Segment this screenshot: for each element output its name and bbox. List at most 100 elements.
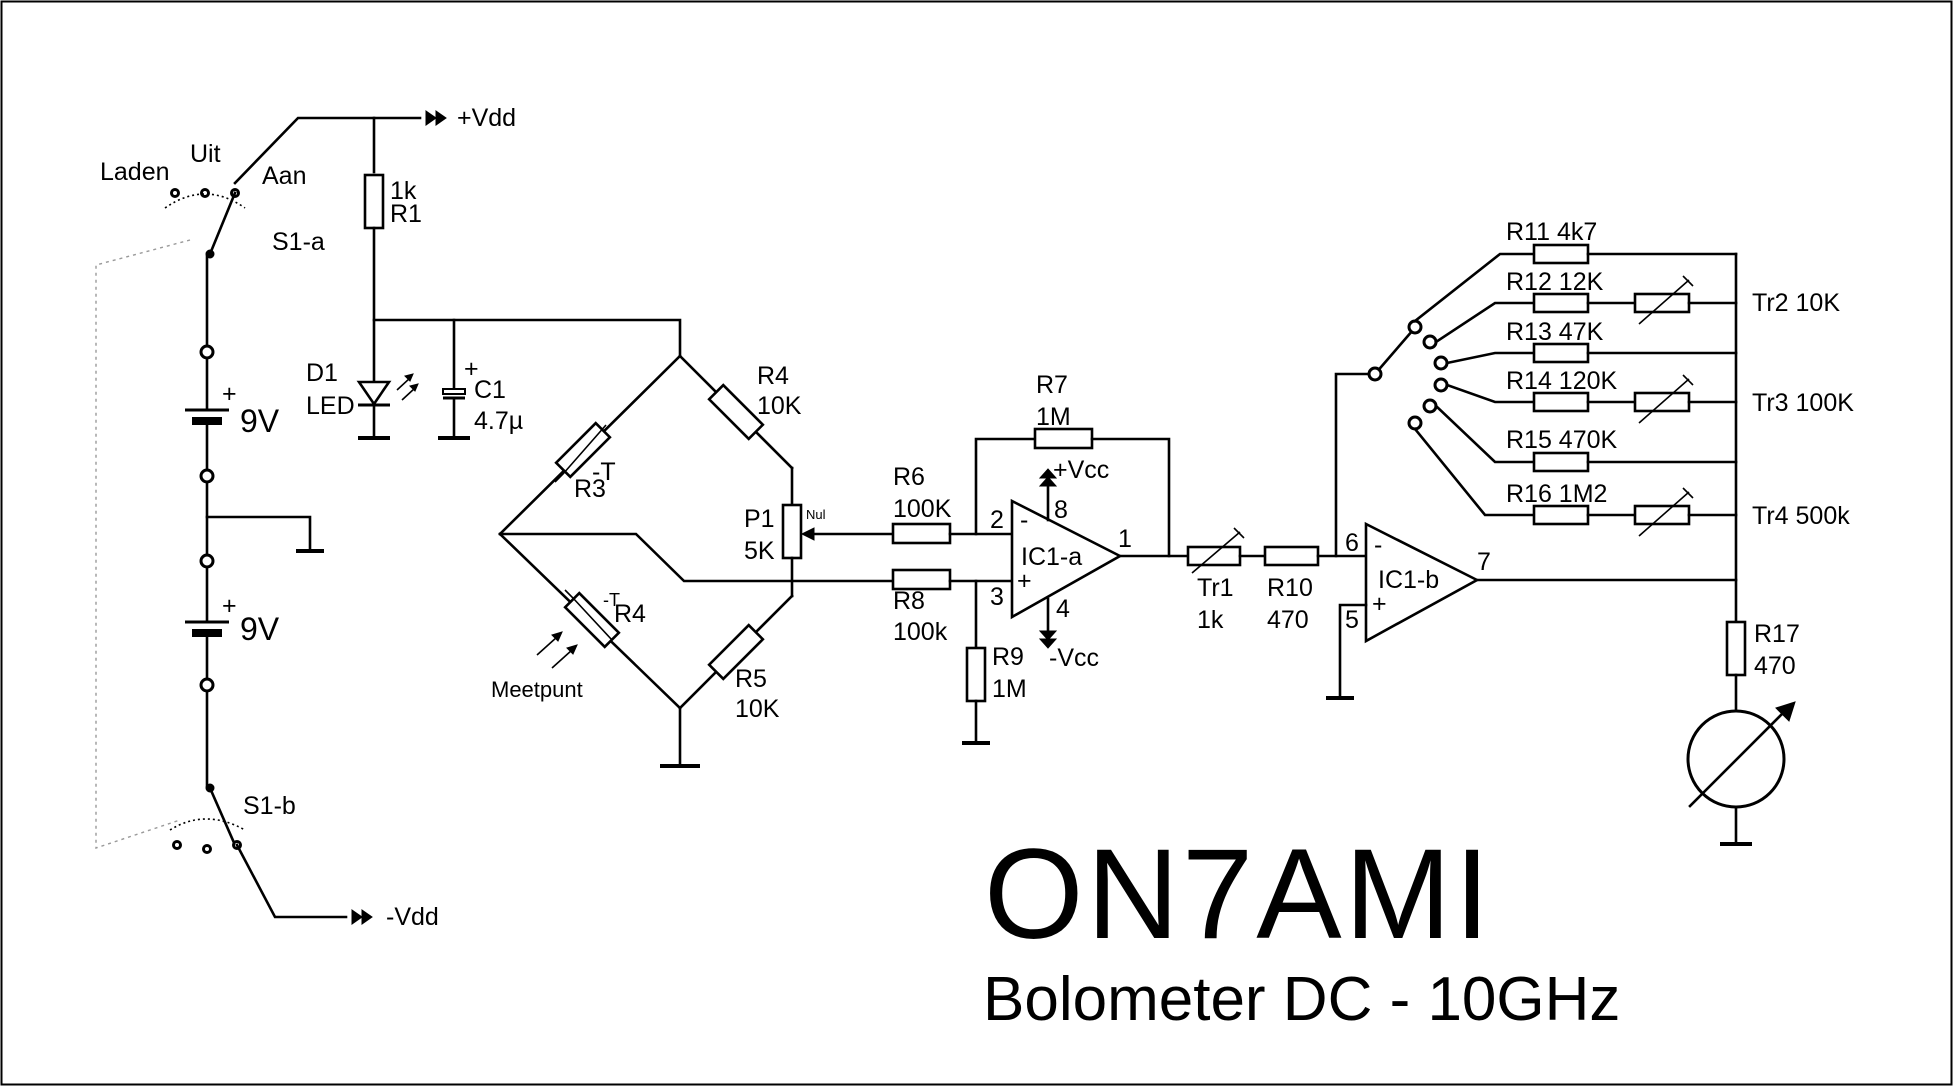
r6-name: R6 — [893, 463, 925, 491]
r16-resistor — [1532, 504, 1590, 526]
meetpunt-ray-1 — [536, 636, 558, 656]
meter-section: R17 470 — [1686, 620, 1800, 846]
range-contact-5 — [1422, 398, 1438, 414]
meetpunt-ray-2 — [551, 649, 573, 669]
switch-label-s1b: S1-b — [243, 792, 296, 820]
switch-label-aan: Aan — [262, 162, 306, 190]
tr1-value: 1k — [1197, 606, 1224, 634]
p1-value: 5K — [744, 537, 775, 565]
r11-resistor — [1532, 243, 1590, 265]
ic1b-noninv-wire — [1338, 603, 1368, 699]
range-contact-1 — [1407, 319, 1423, 335]
ic1b-label: IC1-b — [1378, 566, 1439, 594]
ic1b-plus: + — [1372, 590, 1387, 618]
vdd-minus-arrow — [351, 909, 373, 925]
vdd-minus-label: -Vdd — [386, 903, 439, 931]
r7-resistor — [1033, 427, 1094, 450]
ic1b-minus: - — [1374, 531, 1382, 559]
switch-label-laden: Laden — [100, 158, 170, 186]
led-triangle — [356, 380, 392, 407]
ic1a-label: IC1-a — [1021, 543, 1082, 571]
r1-name: R1 — [390, 200, 422, 228]
range-contact-4 — [1433, 377, 1449, 393]
r13-resistor — [1532, 342, 1590, 364]
r10-resistor — [1263, 545, 1320, 567]
r14-label: R14 120K — [1506, 367, 1618, 395]
c1-value: 4.7µ — [474, 407, 523, 435]
r15-wire — [1434, 404, 1536, 464]
indicator-section: 1k R1 D1 LED + C1 4.7µ — [306, 116, 682, 440]
tr2-label: Tr2 10K — [1752, 289, 1840, 317]
ic1a-minus: - — [1020, 506, 1028, 534]
switch-arc-b — [169, 818, 246, 831]
led-emit-arrow-2 — [409, 383, 419, 392]
battery1-label: 9V — [240, 403, 280, 439]
vdd-plus-wire — [233, 116, 422, 185]
r9-value: 1M — [992, 675, 1027, 703]
switch-label-uit: Uit — [190, 140, 221, 168]
tr4-tick — [1682, 487, 1694, 499]
r4-bridge-value: 10K — [757, 392, 802, 420]
range-switch-feed — [1334, 372, 1377, 558]
r5-resistor — [707, 623, 765, 681]
range-switch-lever — [1373, 328, 1415, 376]
tr1-trimmer — [1186, 545, 1242, 567]
r17-resistor — [1725, 620, 1747, 677]
page-title: ON7AMI — [984, 823, 1493, 966]
d1-name: D1 — [306, 359, 338, 387]
switch-mechanical-link — [95, 239, 191, 849]
range-contact-3 — [1433, 355, 1449, 371]
r7-value: 1M — [1036, 403, 1071, 431]
tr3-label: Tr3 100K — [1752, 389, 1854, 417]
tr1-trimmer-tick — [1233, 527, 1245, 539]
power-section: +Vdd Laden Uit Aan S1-a + 9V + 9V — [95, 104, 516, 931]
r9-resistor — [965, 646, 987, 703]
vdd-plus-arrow — [425, 110, 447, 126]
r7-name: R7 — [1036, 371, 1068, 399]
center-tap-wire — [205, 515, 312, 552]
bridge-to-r8-wire — [498, 532, 895, 583]
battery1-plus: + — [222, 380, 237, 408]
r10-value: 470 — [1267, 606, 1309, 634]
vdd-plus-label: +Vdd — [457, 104, 516, 132]
p1-nul: Nul — [806, 507, 826, 522]
r3-name: R3 — [574, 475, 606, 503]
r11-label: R11 4k7 — [1506, 218, 1597, 246]
r11-wire — [1413, 252, 1536, 323]
battery2-plus: + — [222, 592, 237, 620]
meetpunt-arrow-1 — [551, 631, 563, 642]
led-emit-1 — [396, 377, 411, 391]
r4-sensor-temp: -T — [603, 590, 620, 610]
battery-terminal-1 — [199, 344, 215, 360]
range-section: R11 4k7 R12 12K R13 47K R14 120K R15 470… — [1367, 218, 1854, 622]
switch-b-contact-2 — [202, 844, 212, 854]
tr1-trimmer-slash — [1191, 531, 1241, 574]
ic1a-pin1: 1 — [1118, 525, 1132, 553]
tr3-tick — [1682, 374, 1694, 386]
c1-name: C1 — [474, 376, 506, 404]
r1-value: 1k — [390, 177, 417, 205]
ic1a-opamp — [1010, 498, 1123, 620]
r8-value: 100k — [893, 618, 948, 646]
battery2-label: 9V — [240, 611, 280, 647]
meetpunt-arrow-2 — [566, 644, 578, 655]
ic1b-pin7: 7 — [1477, 548, 1491, 576]
range-contact-2 — [1422, 334, 1438, 350]
meter-needle — [1688, 708, 1788, 808]
r13-label: R13 47K — [1506, 318, 1604, 346]
ic1a-pin4: 4 — [1056, 595, 1070, 623]
ic1a-plus: + — [1017, 567, 1032, 595]
ic1b-opamp — [1364, 521, 1480, 644]
r15-label: R15 470K — [1506, 426, 1618, 454]
switch-contact-uit — [200, 188, 210, 198]
battery-terminal-3 — [199, 553, 215, 569]
p1-name: P1 — [744, 505, 775, 533]
switch-lever-b — [208, 786, 237, 847]
c1-plate-top — [442, 388, 466, 395]
tr1-name: Tr1 — [1197, 574, 1234, 602]
battery-terminal-4 — [199, 677, 215, 693]
meetpunt-label: Meetpunt — [491, 677, 583, 702]
range-switch-pivot — [1367, 366, 1383, 382]
r16-wire — [1413, 427, 1536, 517]
